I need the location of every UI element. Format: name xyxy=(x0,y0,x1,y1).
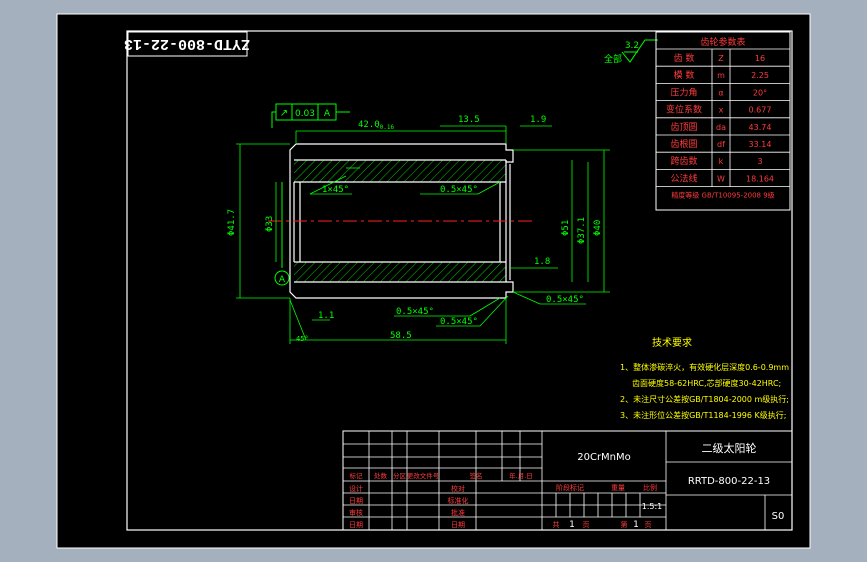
dim-chamfer-05x45-c: 0.5×45° xyxy=(440,317,478,327)
drawing-number-rotated: ZYTD-800-22-13 xyxy=(124,35,250,52)
dim-dia-51: Φ51 xyxy=(561,220,571,236)
sheet-code: S0 xyxy=(772,511,785,522)
dim-total-length: 58.5 xyxy=(390,331,412,341)
gear-row-symbol: W xyxy=(717,174,725,183)
gear-table-border xyxy=(655,31,791,211)
gear-row-name: 变位系数 xyxy=(666,104,702,116)
rev-header: 处数 xyxy=(374,471,388,480)
gear-row-symbol: m xyxy=(717,71,725,80)
gear-table-title: 齿轮参数表 xyxy=(700,36,745,48)
note-line: 3、未注形位公差按GB/T1184-1996 K级执行; xyxy=(620,410,786,420)
surface-finish-symbol xyxy=(621,39,658,63)
note-line: 1、整体渗碳淬火，有效硬化层深度0.6-0.9mm xyxy=(620,362,789,372)
gear-row-value: 16 xyxy=(755,54,765,63)
note-line: 2、未注尺寸公差按GB/T1804-2000 m级执行; xyxy=(620,394,789,404)
left-label: 日期 xyxy=(349,497,363,505)
left-label: 设计 xyxy=(349,484,363,493)
page-value: 1 xyxy=(633,520,639,530)
gear-row-value: 0.677 xyxy=(749,106,772,115)
dim-dia-37: Φ37.1 xyxy=(577,217,587,244)
total-label: 共 xyxy=(553,520,560,529)
drawing-number-box xyxy=(127,31,248,57)
gear-row-value: 43.74 xyxy=(749,123,772,132)
weight-label: 重量 xyxy=(611,484,625,492)
gear-row-symbol: df xyxy=(717,140,725,149)
dimension-lines xyxy=(236,125,610,344)
scale-label: 比例 xyxy=(643,483,657,492)
gear-row-name: 齿顶圆 xyxy=(670,122,697,133)
dim-chamfer-05x45-b: 0.5×45° xyxy=(396,307,434,317)
total-unit: 页 xyxy=(583,521,590,529)
dim-top-length: 42.0 xyxy=(358,120,380,130)
surface-finish-label: 全部 xyxy=(604,53,622,65)
rev-header: 年.月.日 xyxy=(509,471,533,480)
rev-header: 分区 xyxy=(393,471,407,480)
lower-hatched-section xyxy=(294,262,506,282)
gear-row-value: 18.164 xyxy=(746,174,774,183)
tolerance-value: 0.03 xyxy=(295,109,315,119)
part-section-view xyxy=(268,143,532,299)
note-line: 齿面硬度58-62HRC,芯部硬度30-42HRC; xyxy=(632,378,781,388)
dim-len-18: 1.8 xyxy=(534,257,550,267)
tolerance-datum: A xyxy=(324,109,331,119)
dim-len-11: 1.1 xyxy=(318,311,334,321)
gear-row-symbol: α xyxy=(718,88,723,97)
dim-dia-outer-left: Φ41.7 xyxy=(227,209,237,236)
mid-label: 批准 xyxy=(451,508,465,517)
stage-label: 阶段标记 xyxy=(556,483,584,492)
gear-row-name: 齿 数 xyxy=(674,52,695,64)
left-label: 审核 xyxy=(349,508,363,517)
dim-chamfer-05x45-a: 0.5×45° xyxy=(546,295,584,305)
upper-hatched-section xyxy=(294,160,506,182)
material: 20CrMnMo xyxy=(577,452,631,463)
dimension-texts: 42.0 -0.16 13.5 1.9 Φ41.7 Φ33 1×45° 0.5×… xyxy=(227,115,603,343)
mid-label: 标准化 xyxy=(448,496,469,505)
notes-lines: 1、整体渗碳淬火，有效硬化层深度0.6-0.9mm 齿面硬度58-62HRC,芯部… xyxy=(620,362,789,420)
dim-chamfer-small: 1.9 xyxy=(530,115,546,125)
geometric-tolerance-frame xyxy=(271,103,350,128)
mid-label: 日期 xyxy=(451,521,465,529)
part-name: 二级太阳轮 xyxy=(702,441,757,455)
gear-table-footer: 精度等级 GB/T10095-2008 9级 xyxy=(671,191,774,200)
datum-a-marker xyxy=(274,270,290,286)
gear-row-name: 公法线 xyxy=(670,172,697,184)
gear-row-name: 模 数 xyxy=(674,69,695,81)
dim-chamfer-05x45-top: 0.5×45° xyxy=(440,185,478,195)
drawing-number: RRTD-800-22-13 xyxy=(688,476,770,487)
gear-row-symbol: Z xyxy=(718,54,724,63)
dim-top-length-tol: -0.16 xyxy=(376,124,394,131)
dim-angle: 45° xyxy=(296,335,309,343)
rev-header: 标记 xyxy=(350,471,364,480)
gear-row-name: 跨齿数 xyxy=(670,155,697,167)
tolerance-symbol: ↗ xyxy=(280,108,288,119)
page-unit: 页 xyxy=(645,521,652,529)
gear-row-symbol: k xyxy=(719,157,724,166)
dim-chamfer-1x45: 1×45° xyxy=(322,185,349,195)
datum-a-label: A xyxy=(279,275,286,285)
gear-row-symbol: x xyxy=(719,106,724,115)
surface-finish-value: 3.2 xyxy=(625,41,639,51)
title-block: 标记处数分区更改文件号签名年.月.日设计日期审核日期校对标准化批准日期20CrM… xyxy=(342,430,793,531)
notes-title: 技术要求 xyxy=(652,336,692,349)
gear-row-name: 齿根圆 xyxy=(670,138,697,150)
gear-row-name: 压力角 xyxy=(670,86,697,98)
scale-value: 1.5:1 xyxy=(642,502,663,511)
dim-dia-40: Φ40 xyxy=(593,220,603,236)
total-value: 1 xyxy=(569,520,575,530)
rev-header: 更改文件号 xyxy=(407,471,440,480)
rev-header: 签名 xyxy=(470,471,483,480)
mid-label: 校对 xyxy=(451,484,465,493)
gear-row-symbol: da xyxy=(716,123,726,132)
dim-step-length: 13.5 xyxy=(458,115,480,125)
gear-row-value: 33.14 xyxy=(749,140,772,149)
page-label: 第 xyxy=(621,520,628,529)
gear-row-value: 20° xyxy=(753,88,767,97)
left-label: 日期 xyxy=(349,521,363,529)
dim-dia-bore: Φ33 xyxy=(265,216,275,232)
gear-row-value: 3 xyxy=(757,157,762,166)
gear-row-value: 2.25 xyxy=(751,71,769,80)
